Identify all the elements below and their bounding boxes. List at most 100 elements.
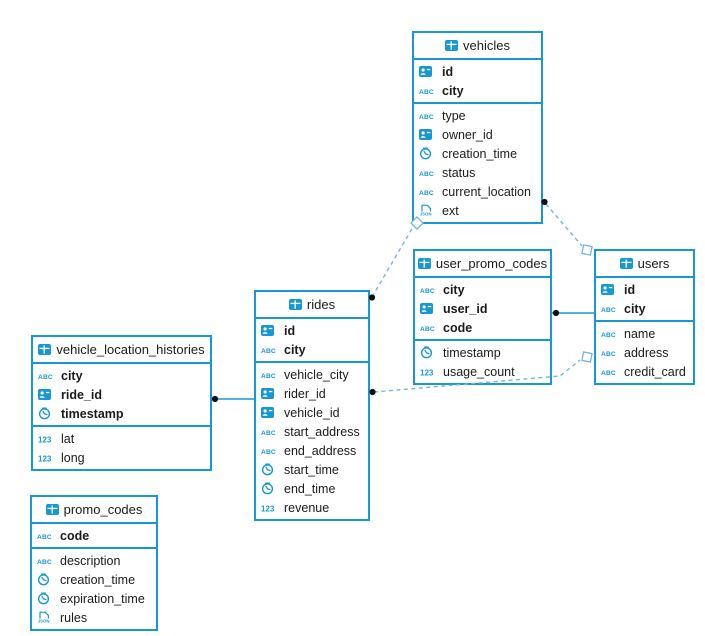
table-vehicle_location_histories[interactable]: vehicle_location_histories ABC city ride… <box>31 335 212 471</box>
column-name[interactable]: ABC name <box>596 324 693 343</box>
svg-text:ABC: ABC <box>601 370 616 377</box>
column-timestamp[interactable]: timestamp <box>415 343 550 362</box>
column-creation_time[interactable]: creation_time <box>414 144 541 163</box>
table-promo_codes[interactable]: promo_codes ABC code ABC description cre… <box>30 495 158 631</box>
column-lat[interactable]: 123 lat <box>33 429 210 448</box>
column-name: timestamp <box>443 345 501 360</box>
column-vehicle_city[interactable]: ABC vehicle_city <box>256 365 368 384</box>
table-rides[interactable]: rides id ABC city ABC vehicle_city <box>254 290 370 521</box>
column-expiration_time[interactable]: expiration_time <box>32 589 156 608</box>
column-name: lat <box>61 431 75 446</box>
table-icon <box>288 299 302 310</box>
column-name: revenue <box>284 500 330 515</box>
column-user_id[interactable]: user_id <box>415 299 550 318</box>
text-type-icon: ABC <box>261 370 279 380</box>
svg-text:123: 123 <box>38 454 52 463</box>
table-icon <box>445 40 459 51</box>
columns-section: ABC type owner_id creation_time ABC stat… <box>414 104 541 222</box>
svg-text:ABC: ABC <box>419 114 434 121</box>
column-credit_card[interactable]: ABC credit_card <box>596 362 693 381</box>
table-header[interactable]: vehicle_location_histories <box>33 337 210 364</box>
column-owner_id[interactable]: owner_id <box>414 125 541 144</box>
column-city[interactable]: ABC city <box>596 299 693 318</box>
clock-icon <box>420 346 438 359</box>
columns-section: ABC description creation_time expiration… <box>32 549 156 629</box>
column-name: id <box>624 282 636 297</box>
column-revenue[interactable]: 123 revenue <box>256 498 368 517</box>
column-name: usage_count <box>443 364 515 379</box>
text-type-icon: ABC <box>419 86 437 96</box>
column-name: user_id <box>443 301 488 316</box>
columns-section: 123 lat 123 long <box>33 427 210 469</box>
column-name: end_time <box>284 481 336 496</box>
column-current_location[interactable]: ABC current_location <box>414 182 541 201</box>
key-columns-section: id ABC city <box>596 278 693 322</box>
column-status[interactable]: ABC status <box>414 163 541 182</box>
column-name: credit_card <box>624 364 686 379</box>
table-title: rides <box>306 297 336 312</box>
svg-text:ABC: ABC <box>420 288 435 295</box>
column-id[interactable]: id <box>596 280 693 299</box>
column-code[interactable]: ABC code <box>415 318 550 337</box>
table-header[interactable]: users <box>596 251 693 278</box>
column-code[interactable]: ABC code <box>32 526 156 545</box>
column-start_time[interactable]: start_time <box>256 460 368 479</box>
column-name: vehicle_city <box>284 367 349 382</box>
column-end_time[interactable]: end_time <box>256 479 368 498</box>
numeric-type-icon: 123 <box>38 434 56 444</box>
columns-section: ABC name ABC address ABC credit_card <box>596 322 693 383</box>
column-address[interactable]: ABC address <box>596 343 693 362</box>
table-title: user_promo_codes <box>435 256 548 271</box>
table-header[interactable]: rides <box>256 292 368 319</box>
svg-text:JSON: JSON <box>38 618 50 623</box>
column-city[interactable]: ABC city <box>33 366 210 385</box>
svg-text:123: 123 <box>261 504 275 513</box>
key-columns-section: id ABC city <box>414 60 541 104</box>
table-vehicles[interactable]: vehicles id ABC city ABC type <box>412 31 543 224</box>
column-city[interactable]: ABC city <box>414 81 541 100</box>
column-end_address[interactable]: ABC end_address <box>256 441 368 460</box>
column-timestamp[interactable]: timestamp <box>33 404 210 423</box>
svg-text:ABC: ABC <box>261 449 276 456</box>
columns-section: ABC vehicle_city rider_id vehicle_id ABC… <box>256 363 368 519</box>
column-rider_id[interactable]: rider_id <box>256 384 368 403</box>
column-description[interactable]: ABC description <box>32 551 156 570</box>
column-rules[interactable]: JSON rules <box>32 608 156 627</box>
column-city[interactable]: ABC city <box>415 280 550 299</box>
table-header[interactable]: user_promo_codes <box>415 251 550 278</box>
column-city[interactable]: ABC city <box>256 340 368 359</box>
column-name: long <box>61 450 85 465</box>
svg-text:ABC: ABC <box>38 374 53 381</box>
numeric-type-icon: 123 <box>420 367 438 377</box>
column-usage_count[interactable]: 123 usage_count <box>415 362 550 381</box>
column-start_address[interactable]: ABC start_address <box>256 422 368 441</box>
table-header[interactable]: vehicles <box>414 33 541 60</box>
column-name: city <box>442 83 464 98</box>
table-header[interactable]: promo_codes <box>32 497 156 524</box>
column-name: end_address <box>284 443 357 458</box>
svg-text:ABC: ABC <box>601 351 616 358</box>
table-title: vehicle_location_histories <box>56 342 205 357</box>
svg-text:123: 123 <box>38 435 52 444</box>
clock-icon <box>37 592 55 605</box>
column-vehicle_id[interactable]: vehicle_id <box>256 403 368 422</box>
column-id[interactable]: id <box>256 321 368 340</box>
table-users[interactable]: users id ABC city ABC name ABC address <box>594 249 695 385</box>
column-ride_id[interactable]: ride_id <box>33 385 210 404</box>
column-name: owner_id <box>442 127 493 142</box>
text-type-icon: ABC <box>601 329 619 339</box>
column-name: id <box>284 323 296 338</box>
column-name: code <box>60 528 90 543</box>
table-user_promo_codes[interactable]: user_promo_codes ABC city user_id ABC co… <box>413 249 552 385</box>
svg-text:ABC: ABC <box>419 171 434 178</box>
column-type[interactable]: ABC type <box>414 106 541 125</box>
column-name: address <box>624 345 669 360</box>
column-long[interactable]: 123 long <box>33 448 210 467</box>
column-ext[interactable]: JSON ext <box>414 201 541 220</box>
table-icon <box>38 344 52 355</box>
column-name: id <box>442 64 454 79</box>
column-name: city <box>284 342 306 357</box>
column-name: type <box>442 108 466 123</box>
column-id[interactable]: id <box>414 62 541 81</box>
column-creation_time[interactable]: creation_time <box>32 570 156 589</box>
